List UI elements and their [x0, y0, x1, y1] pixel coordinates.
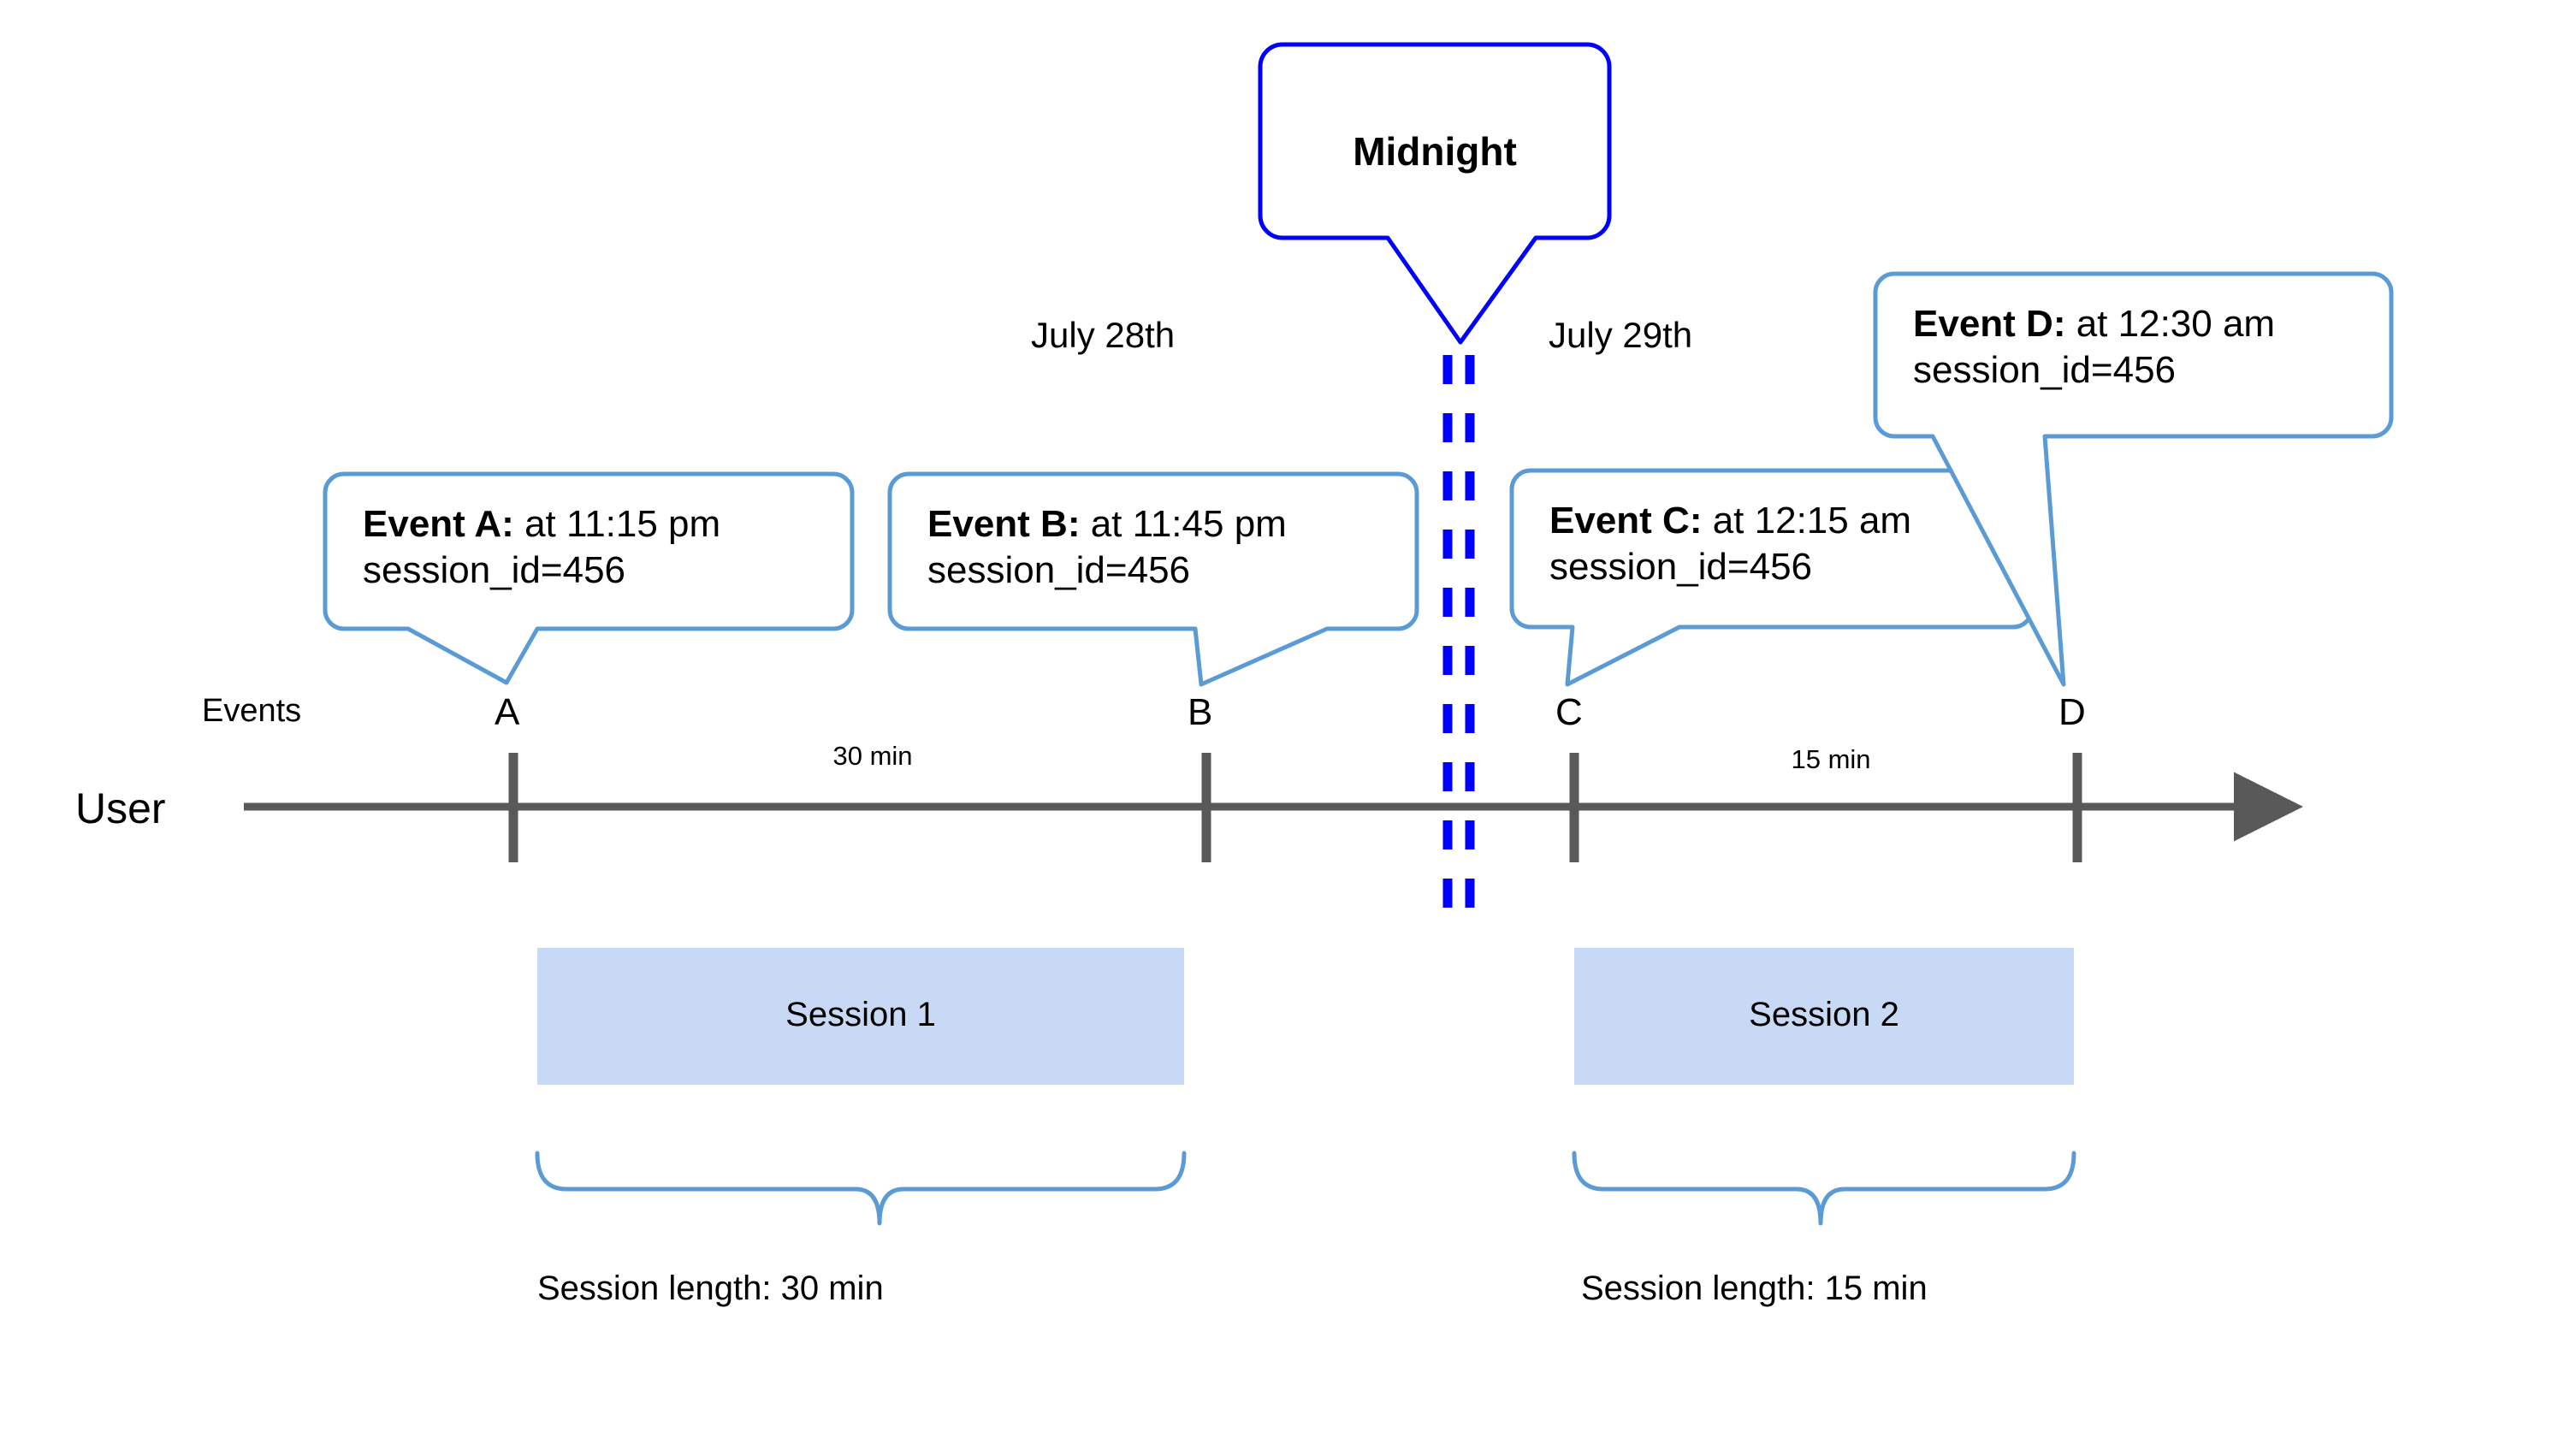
gap-label-15-min: 15 min — [1791, 744, 1871, 774]
event-c-callout-text: Event C: at 12:15 am session_id=456 — [1549, 498, 1911, 589]
session-2-box: Session 2 — [1574, 948, 2074, 1085]
session-2-brace — [1572, 1151, 2076, 1226]
session-1-label: Session 1 — [785, 996, 936, 1033]
event-d-callout-text: Event D: at 12:30 am session_id=456 — [1913, 301, 2275, 393]
event-c-time: at 12:15 am — [1702, 500, 1912, 542]
session-1-box: Session 1 — [537, 948, 1184, 1085]
event-d-callout-shape — [1873, 271, 2394, 687]
event-b-session: session_id=456 — [927, 548, 1191, 591]
event-b-title: Event B: — [927, 503, 1081, 545]
user-row-label: User — [75, 784, 166, 832]
date-label-july-28: July 28th — [1031, 315, 1176, 355]
marker-letter-d: D — [2058, 691, 2086, 733]
event-a-callout-text: Event A: at 11:15 pm session_id=456 — [363, 501, 720, 593]
event-a-session: session_id=456 — [363, 548, 626, 591]
session-2-label: Session 2 — [1749, 996, 1899, 1033]
event-a-time: at 11:15 pm — [513, 503, 721, 545]
date-label-july-29: July 29th — [1549, 315, 1693, 355]
marker-letter-a: A — [495, 691, 520, 733]
midnight-callout-shape — [1258, 42, 1612, 345]
event-b-callout-text: Event B: at 11:45 pm session_id=456 — [927, 501, 1287, 593]
session-1-length-label: Session length: 30 min — [537, 1270, 884, 1307]
event-d-time: at 12:30 am — [2065, 303, 2276, 345]
event-a-title: Event A: — [363, 503, 514, 545]
marker-letter-b: B — [1188, 691, 1213, 733]
event-d-session: session_id=456 — [1913, 348, 2177, 391]
event-b-time: at 11:45 pm — [1080, 503, 1287, 545]
marker-letter-c: C — [1555, 691, 1583, 733]
midnight-label: Midnight — [1353, 129, 1517, 174]
event-c-session: session_id=456 — [1549, 545, 1813, 588]
events-row-label: Events — [202, 693, 302, 729]
event-b-callout-shape — [887, 471, 1419, 687]
event-a-callout-shape — [323, 471, 855, 685]
event-c-title: Event C: — [1549, 500, 1703, 542]
session-1-brace — [535, 1151, 1187, 1226]
gap-label-30-min: 30 min — [832, 741, 913, 771]
event-d-title: Event D: — [1913, 303, 2066, 345]
session-2-length-label: Session length: 15 min — [1581, 1270, 1928, 1307]
